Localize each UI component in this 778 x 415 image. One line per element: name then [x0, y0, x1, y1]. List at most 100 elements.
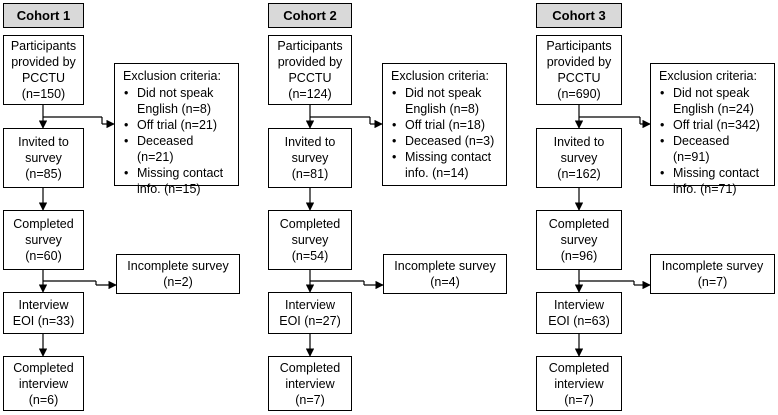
exclusion-item-deceased: Deceased (n=3)	[391, 133, 500, 149]
provided-line-3: PCCTU	[288, 71, 332, 85]
exclusion-item-text: Did not speak	[137, 86, 214, 100]
exclusion-item-text: Missing contact	[673, 166, 760, 180]
completed-interview-line-1: Completed	[13, 360, 74, 375]
exclusion-item-text: info. (n=15)	[137, 182, 201, 196]
interview-line-2: EOI (n=33)	[12, 314, 75, 328]
provided-line-4: (n=124)	[288, 87, 332, 101]
cohort-2-title-text: Cohort 2	[283, 7, 337, 23]
interview-line-1: Interview	[284, 298, 336, 312]
completed-survey-line-2: survey	[291, 233, 329, 247]
invited-line-3: (n=162)	[557, 167, 601, 181]
cohort-1-title: Cohort 1	[3, 3, 84, 28]
cohort-3-interview-box: Interview EOI (n=63)	[536, 292, 622, 334]
cohort-3-provided-box: Participants provided by PCCTU (n=690)	[536, 35, 622, 105]
cohort-3-exclusion-box: Exclusion criteria: Did not speakEnglish…	[650, 63, 775, 196]
invited-line-3: (n=81)	[291, 167, 329, 181]
interview-line-1: Interview	[553, 298, 605, 312]
provided-line-3: PCCTU	[21, 71, 66, 85]
cohort-1-exclusion-box: Exclusion criteria: Did not speakEnglish…	[114, 63, 239, 196]
invited-line-2: survey	[25, 151, 62, 165]
provided-line-3: PCCTU	[557, 71, 601, 85]
interview-line-2: EOI (n=63)	[548, 314, 610, 328]
exclusion-item-off-trial: Off trial (n=21)	[123, 117, 232, 133]
cohort-2-invited-box: Invited to survey (n=81)	[268, 128, 352, 188]
exclusion-item-deceased: Deceased (n=91)	[659, 133, 768, 165]
invited-line-2: survey	[291, 151, 329, 165]
cohort-3-title-text: Cohort 3	[552, 7, 606, 23]
interview-line-2: EOI (n=27)	[279, 314, 341, 328]
provided-line-2: provided by	[11, 55, 76, 69]
exclusion-item-text: English (n=8)	[405, 102, 479, 116]
completed-interview-line-1: Completed	[279, 360, 341, 375]
completed-interview-line-2: interview	[554, 376, 604, 391]
invited-line-3: (n=85)	[25, 167, 62, 181]
cohort-1-incomplete-box: Incomplete survey (n=2)	[116, 254, 240, 294]
completed-survey-line-2: survey	[25, 233, 62, 247]
cohort-2-interview-box: Interview EOI (n=27)	[268, 292, 352, 334]
completed-interview-line-1: Completed	[548, 360, 610, 375]
completed-survey-line-1: Completed	[13, 217, 74, 231]
completed-survey-line-3: (n=54)	[291, 249, 329, 263]
incomplete-line-1: Incomplete survey	[661, 259, 764, 273]
cohort-3-incomplete-box: Incomplete survey (n=7)	[650, 254, 775, 294]
incomplete-line-2: (n=4)	[430, 275, 460, 289]
provided-line-1: Participants	[277, 39, 343, 53]
exclusion-item-text: English (n=8)	[137, 102, 211, 116]
exclusion-item-off-trial: Off trial (n=18)	[391, 117, 500, 133]
invited-line-1: Invited to	[18, 135, 69, 149]
provided-line-4: (n=690)	[557, 87, 601, 101]
completed-survey-line-2: survey	[560, 233, 598, 247]
cohort-2-title: Cohort 2	[268, 3, 352, 28]
exclusion-item-off-trial: Off trial (n=342)	[659, 117, 768, 133]
completed-interview-line-2: interview	[18, 376, 69, 391]
provided-line-2: provided by	[277, 55, 343, 69]
completed-survey-line-1: Completed	[548, 217, 610, 231]
completed-survey-line-1: Completed	[279, 217, 341, 231]
cohort-1-interview-box: Interview EOI (n=33)	[3, 292, 84, 334]
exclusion-item-deceased: Deceased (n=21)	[123, 133, 232, 165]
exclusion-item-text: English (n=24)	[673, 102, 754, 116]
exclusion-item-missing-contact: Missing contact info. (n=14)	[391, 149, 500, 181]
cohort-1-provided-box: Participants provided by PCCTU (n=150)	[3, 35, 84, 105]
invited-line-1: Invited to	[553, 135, 605, 149]
completed-interview-line-3: (n=6)	[28, 392, 59, 407]
provided-line-1: Participants	[10, 39, 77, 53]
cohort-3-invited-box: Invited to survey (n=162)	[536, 128, 622, 188]
cohort-1-completed-survey-box: Completed survey (n=60)	[3, 210, 84, 270]
exclusion-item-text: info. (n=71)	[673, 182, 737, 196]
exclusion-item-text: Missing contact	[405, 150, 492, 164]
exclusion-item-missing-contact: Missing contact info. (n=71)	[659, 165, 768, 197]
cohort-3-completed-survey-box: Completed survey (n=96)	[536, 210, 622, 270]
cohort-2-provided-box: Participants provided by PCCTU (n=124)	[268, 35, 352, 105]
cohort-2-exclusion-box: Exclusion criteria: Did not speakEnglish…	[382, 63, 507, 186]
completed-survey-line-3: (n=96)	[560, 249, 598, 263]
exclusion-item-text: Did not speak	[405, 86, 482, 100]
incomplete-line-1: Incomplete survey	[127, 259, 229, 273]
interview-line-1: Interview	[18, 298, 69, 312]
cohort-3-title: Cohort 3	[536, 3, 622, 28]
exclusion-title: Exclusion criteria:	[659, 69, 757, 83]
provided-line-4: (n=150)	[21, 87, 66, 101]
exclusion-title: Exclusion criteria:	[123, 69, 221, 83]
cohort-3-completed-interview-box: Completed interview (n=7)	[536, 356, 622, 411]
completed-interview-line-3: (n=7)	[295, 392, 325, 407]
incomplete-line-1: Incomplete survey	[394, 259, 496, 273]
exclusion-item-text: info. (n=14)	[405, 166, 469, 180]
cohort-2-completed-interview-box: Completed interview (n=7)	[268, 356, 352, 411]
exclusion-title: Exclusion criteria:	[391, 69, 489, 83]
cohort-1-title-text: Cohort 1	[16, 7, 71, 23]
completed-interview-line-3: (n=7)	[564, 392, 594, 407]
completed-survey-line-3: (n=60)	[25, 249, 62, 263]
cohort-1-invited-box: Invited to survey (n=85)	[3, 128, 84, 188]
incomplete-line-2: (n=2)	[163, 275, 193, 289]
provided-line-2: provided by	[546, 55, 612, 69]
cohort-1-completed-interview-box: Completed interview (n=6)	[3, 356, 84, 411]
invited-line-2: survey	[560, 151, 598, 165]
cohort-2-completed-survey-box: Completed survey (n=54)	[268, 210, 352, 270]
incomplete-line-2: (n=7)	[697, 275, 728, 289]
exclusion-item-text: Did not speak	[673, 86, 750, 100]
